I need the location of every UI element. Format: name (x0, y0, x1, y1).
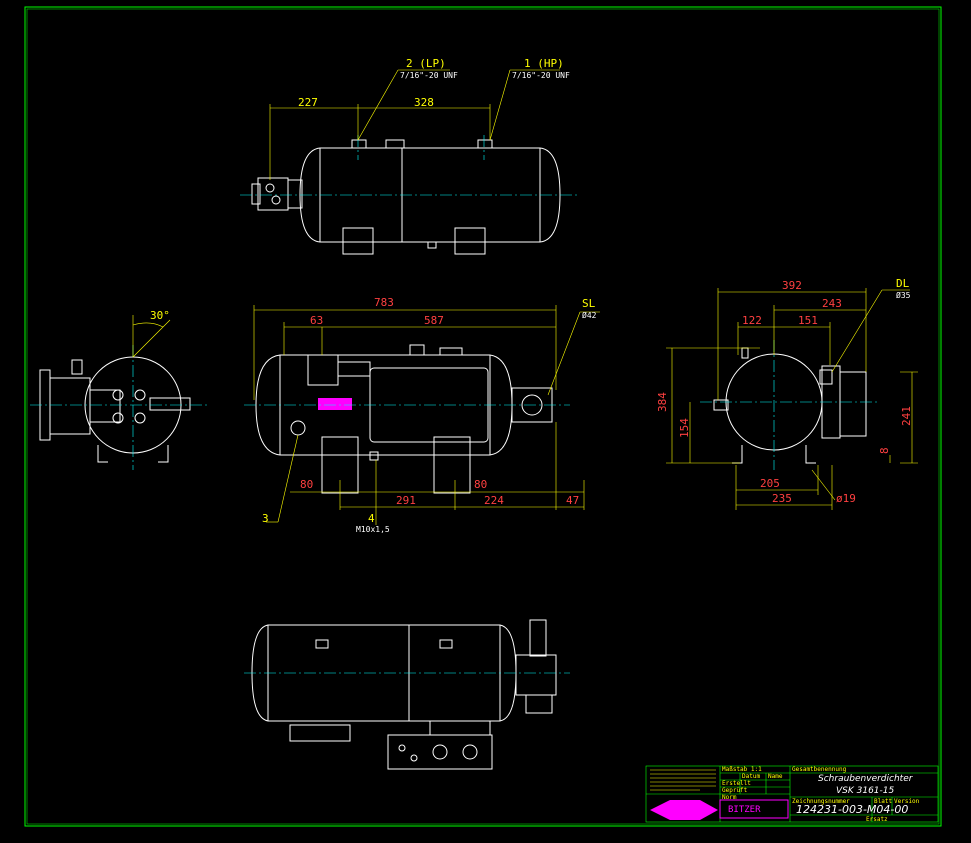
conn-4-label: 4 (368, 512, 375, 525)
top-view (251, 139, 561, 255)
tb-model: VSK 3161-15 (836, 786, 895, 796)
angle-30: 30° (150, 309, 170, 322)
dim-587: 587 (424, 314, 444, 327)
dim-63: 63 (310, 314, 323, 327)
dim-243: 243 (822, 297, 842, 310)
title-block (645, 765, 939, 823)
dim-205: 205 (760, 477, 780, 490)
dim-227: 227 (298, 96, 318, 109)
drawing-frame-outer (24, 6, 942, 827)
dim-291: 291 (396, 494, 416, 507)
tb-description-label: Gesamtbenennung (792, 766, 847, 773)
tb-col-name: Name (768, 773, 783, 780)
title-block-notes (650, 769, 716, 791)
conn-2-lp-label: 2 (LP) (406, 57, 446, 70)
left-end-view (39, 356, 191, 463)
bitzer-logo-box (719, 799, 789, 819)
bitzer-logo-text: BITZER (728, 805, 761, 815)
front-view-dims (253, 305, 600, 525)
top-view-dims (269, 69, 560, 180)
conn-3-label: 3 (262, 512, 269, 525)
dim-80-left: 80 (300, 478, 313, 491)
sl-dia: Ø42 (582, 310, 597, 320)
tb-row-norm: Norm (722, 794, 737, 801)
dim-8: 8 (878, 447, 891, 454)
dim-783: 783 (374, 296, 394, 309)
dim-392: 392 (782, 279, 802, 292)
dim-154: 154 (678, 418, 691, 438)
tb-blatt-label: Blatt (874, 798, 892, 805)
left-view-angle (132, 315, 171, 358)
dim-122: 122 (742, 314, 762, 327)
bitzer-logo-shape (650, 800, 718, 820)
dl-label: DL (896, 277, 910, 290)
tb-row-geprueft: Geprüft (722, 787, 748, 794)
sl-label: SL (582, 297, 596, 310)
tb-ersatz-label: Ersatz (866, 816, 888, 823)
side-view-dims (666, 288, 918, 510)
dim-19: ø19 (836, 492, 856, 505)
dim-151: 151 (798, 314, 818, 327)
tb-drawing-no: 124231-003-M04-00 (796, 803, 908, 816)
front-view (255, 344, 553, 494)
side-view (713, 347, 867, 464)
drawing-frame-inner (26, 8, 940, 825)
tb-scale: Maßstab 1:1 (722, 766, 762, 773)
tb-version-label: Version (894, 798, 920, 805)
conn-2-thread: 7/16"-20 UNF (400, 71, 458, 80)
dim-328: 328 (414, 96, 434, 109)
conn-1-hp-label: 1 (HP) (524, 57, 564, 70)
side-view-centerlines (700, 340, 880, 470)
bottom-view (251, 619, 557, 770)
tb-row-erstellt: Erstellt (722, 780, 751, 787)
dl-dia: Ø35 (896, 290, 911, 300)
dim-80-right: 80 (474, 478, 487, 491)
dim-241: 241 (900, 406, 913, 426)
dim-235: 235 (772, 492, 792, 505)
dim-47: 47 (566, 494, 579, 507)
conn-1-thread: 7/16"-20 UNF (512, 71, 570, 80)
tb-drawing-no-label: Zeichnungsnummer (792, 798, 850, 805)
tb-col-datum: Datum (742, 773, 760, 780)
top-view-centerlines (240, 135, 580, 196)
conn-4-thread: M10x1,5 (356, 525, 390, 534)
left-view-centerlines (30, 345, 210, 470)
dim-384: 384 (656, 392, 669, 412)
front-view-label-plate (318, 398, 352, 410)
tb-title: Schraubenverdichter (818, 774, 914, 784)
dim-224: 224 (484, 494, 504, 507)
